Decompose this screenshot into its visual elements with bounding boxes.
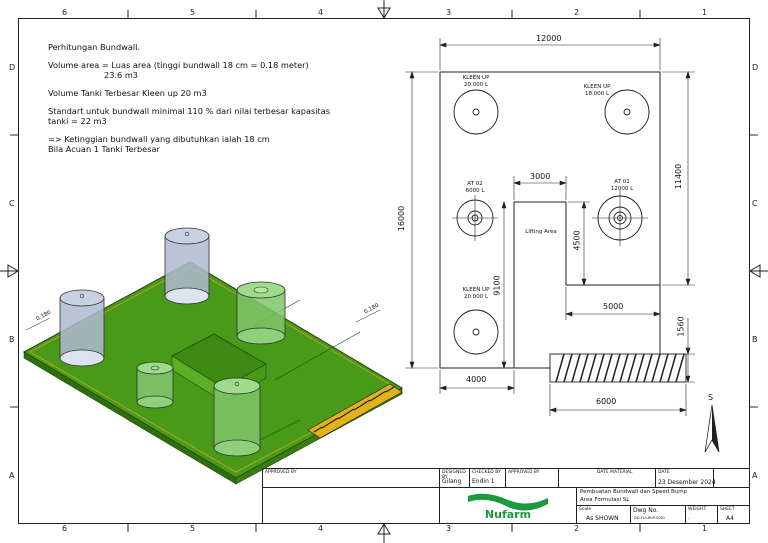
tb-weight-value: . — [688, 514, 690, 521]
north-label: S — [708, 393, 714, 402]
zone-col-4: 4 — [318, 8, 324, 17]
iso-tank-kleenup-top — [164, 227, 210, 305]
dim-right-height: 11400 — [674, 163, 684, 190]
zone-col-6-bottom: 6 — [62, 524, 68, 533]
plan-label-lifting-area: Lifting Area — [525, 229, 557, 235]
notes-line-volume-value: 23.6 m3 — [104, 70, 139, 80]
tb-scale-value: As SHOWN — [586, 515, 619, 522]
notes-line-tank-volume: Volume Tanki Terbesar Kleen up 20 m3 — [48, 88, 207, 98]
title-block: APPROVED BY DESIGNED BY CHECKED BY APPRO… — [262, 468, 750, 524]
tb-subtitle: Area Formulasi SL — [580, 497, 630, 503]
zone-col-2-bottom: 2 — [574, 524, 580, 533]
notes-line-volume-area: Volume area = Luas area (tinggi bundwall… — [48, 60, 309, 70]
tb-empty — [713, 468, 750, 488]
zone-col-5-bottom: 5 — [190, 524, 196, 533]
zone-col-1-bottom: 1 — [702, 524, 708, 533]
tb-sheet-value: A4 — [726, 515, 734, 522]
notes-line-reference: Bila Acuan 1 Tanki Terbesar — [48, 144, 160, 154]
zone-col-5: 5 — [190, 8, 196, 17]
speed-bump — [307, 383, 403, 439]
tb-dwg-value: DD-FLS-BUP-0001 — [634, 516, 666, 520]
tb-date-material: DATE MATERIAL — [558, 468, 656, 488]
zone-col-1: 1 — [702, 8, 708, 17]
zone-row-c: C — [9, 199, 15, 208]
dim-lifting-height: 4500 — [572, 230, 582, 251]
plan-lifting-area — [513, 201, 660, 368]
dim-bump-height: 1560 — [676, 316, 686, 337]
iso-tank-kleenup-front — [213, 377, 261, 457]
notes-line-standard-value: tanki = 22 m3 — [48, 116, 107, 126]
tb-checked-by: Endin 1 — [472, 478, 495, 485]
iso-tank-at02 — [136, 361, 174, 409]
notes-title: Perhitungan Bundwall. — [48, 42, 141, 52]
tb-blank-left — [262, 487, 440, 524]
tb-approved: APPROVED BY — [505, 468, 559, 488]
zone-row-b-right: B — [752, 335, 758, 344]
zone-col-3-bottom: 3 — [446, 524, 452, 533]
zone-col-4-bottom: 4 — [318, 524, 324, 533]
notes-line-conclusion: => Ketinggian bundwall yang dibutuhkan i… — [48, 134, 270, 144]
north-arrow — [704, 404, 720, 453]
dim-left-height: 16000 — [397, 205, 407, 232]
zone-row-c-right: C — [752, 199, 758, 208]
tb-dwg: Dwg No. — [630, 505, 686, 524]
zone-row-b: B — [9, 335, 15, 344]
svg-text:Nufarm: Nufarm — [485, 508, 531, 520]
tb-approved-left: APPROVED BY — [262, 468, 440, 488]
bundwall-calculation-notes: Perhitungan Bundwall. Volume area = Luas… — [48, 42, 378, 154]
zone-row-a-right: A — [752, 471, 758, 480]
zone-col-2: 2 — [574, 8, 580, 17]
zone-row-a: A — [9, 471, 15, 480]
tb-title: Pembuatan Bundwall dan Speed Bump — [580, 489, 688, 495]
dim-bottom-left: 4000 — [466, 375, 487, 384]
nufarm-logo: Nufarm — [468, 493, 548, 520]
tb-designed-by: Gilang — [442, 478, 462, 485]
dim-lower-left: 9100 — [492, 275, 502, 296]
iso-tank-kleenup-left — [59, 289, 105, 367]
zone-col-6: 6 — [62, 8, 68, 17]
zone-row-d: D — [9, 63, 16, 72]
notes-line-standard: Standart untuk bundwall minimal 110 % da… — [48, 106, 331, 116]
dim-bump-width: 5000 — [603, 302, 624, 311]
dim-bump-length: 6000 — [596, 397, 617, 406]
dim-top-width: 12000 — [536, 34, 562, 43]
tb-sheet: SHEET — [717, 505, 750, 524]
dim-lifting-width: 3000 — [530, 172, 551, 181]
zone-col-3: 3 — [446, 8, 452, 17]
iso-tank-at01 — [236, 281, 286, 345]
tb-date-value: 23 Desember 2024 — [658, 479, 716, 486]
zone-row-d-right: D — [752, 63, 759, 72]
